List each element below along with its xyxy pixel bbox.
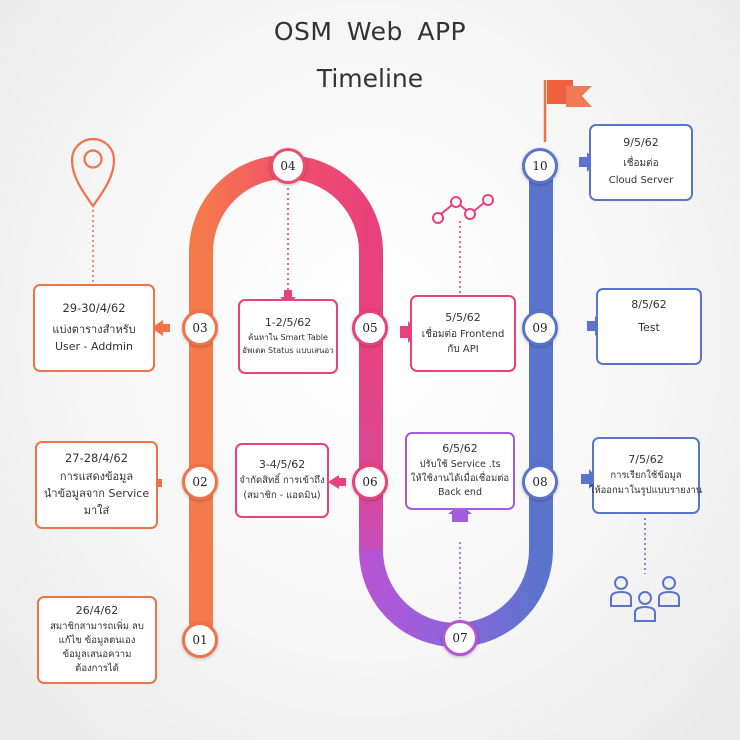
milestone-card-02: 27-28/4/62 การแสดงข้อมูลนำข้อมูลจาก Serv…	[35, 441, 158, 529]
milestone-date: 27-28/4/62	[64, 450, 129, 465]
arrow-left-icon	[328, 475, 346, 489]
arrow-right-icon	[581, 469, 598, 489]
milestone-card-01: 26/4/62 สมาชิกสามารถเพิ่ม ลบแก้ไข ข้อมูล…	[37, 596, 157, 684]
milestone-date: 1-2/5/62	[264, 316, 312, 330]
milestone-date: 9/5/62	[623, 136, 659, 149]
arrow-up-icon	[448, 504, 472, 522]
milestone-node-09: 09	[522, 310, 558, 346]
map-pin-icon	[70, 137, 116, 283]
milestone-date: 26/4/62	[75, 603, 119, 617]
milestone-date: 6/5/62	[442, 441, 478, 455]
milestone-node-05: 05	[352, 310, 388, 346]
milestone-card-06: 3-4/5/62 จำกัดสิทธิ์ การเข้าถึง(สมาชิก -…	[235, 443, 329, 518]
milestone-node-07: 07	[442, 620, 478, 656]
milestone-card-09: 8/5/62 Test	[596, 288, 702, 365]
flag-icon	[543, 80, 592, 142]
milestone-desc: สมาชิกสามารถเพิ่ม ลบแก้ไข ข้อมูลตนเอง ข้…	[50, 620, 144, 675]
milestone-node-02: 02	[182, 464, 218, 500]
milestone-date: 7/5/62	[628, 453, 664, 467]
milestone-desc: การแสดงข้อมูลนำข้อมูลจาก Service มาใส่	[43, 469, 150, 518]
milestone-node-01: 01	[182, 622, 218, 658]
milestone-node-08: 08	[522, 464, 558, 500]
milestone-node-04: 04	[270, 148, 306, 184]
milestone-desc: จำกัดสิทธิ์ การเข้าถึง(สมาชิก - แอดมิน)	[239, 475, 325, 501]
milestone-date: 29-30/4/62	[62, 300, 126, 315]
milestone-date: 3-4/5/62	[258, 458, 306, 472]
milestone-date: 5/5/62	[445, 310, 481, 324]
network-nodes-icon	[432, 194, 494, 294]
arrow-right-icon	[587, 316, 604, 336]
milestone-desc: การเรียกใช้ข้อมูลให้ออกมาในรูปแบบรายงาน	[589, 470, 703, 496]
milestone-node-06: 06	[352, 464, 388, 500]
page-subtitle: Timeline	[316, 64, 424, 93]
arrow-right-icon	[579, 152, 596, 172]
arrow-left-icon	[151, 320, 170, 336]
milestone-card-08: 7/5/62 การเรียกใช้ข้อมูลให้ออกมาในรูปแบบ…	[589, 437, 703, 514]
people-group-icon	[610, 518, 680, 622]
page-title: OSM Web APP	[273, 17, 467, 46]
milestone-node-10: 10	[522, 148, 558, 184]
arrow-right-icon	[400, 321, 417, 343]
milestone-node-03: 03	[182, 310, 218, 346]
milestone-desc: Test	[638, 321, 660, 334]
arrow-down-icon	[280, 290, 296, 305]
milestone-date: 8/5/62	[631, 298, 667, 311]
